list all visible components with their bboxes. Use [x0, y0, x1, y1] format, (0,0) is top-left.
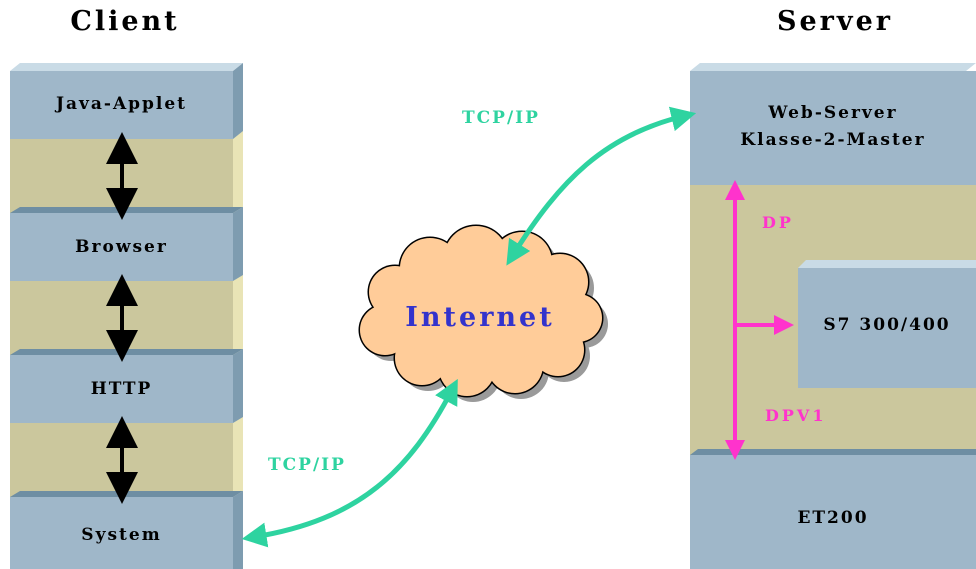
server-heading: Server [777, 6, 893, 37]
tcpip-link-client [241, 378, 458, 548]
client-heading: Client [70, 6, 180, 37]
client-layer-browser [10, 207, 243, 281]
server-label-plc: S7 300/400 [823, 315, 951, 335]
tcpip-label-upper: TCP/IP [462, 108, 540, 128]
server-et200-block [690, 449, 976, 569]
bus-label-dpv1: DPV1 [765, 406, 827, 425]
server-label-webserver: Web-Server [768, 103, 898, 123]
internet-cloud [358, 224, 608, 402]
tcpip-link-server [506, 106, 697, 266]
server-label-et200: ET200 [797, 508, 869, 528]
tcpip-label-lower: TCP/IP [268, 455, 346, 475]
client-gap-1 [10, 131, 243, 213]
client-gap-3 [10, 417, 243, 497]
client-layer-system [10, 491, 243, 569]
server-label-master: Klasse-2-Master [740, 130, 926, 150]
layer-label-java-applet: Java-Applet [55, 94, 188, 114]
server-stack [690, 63, 976, 569]
server-webserver-block [690, 71, 976, 185]
layer-label-browser: Browser [75, 237, 168, 257]
server-plc-block [798, 260, 976, 388]
layer-label-http: HTTP [90, 379, 153, 399]
client-layer-http [10, 349, 243, 423]
client-stack [10, 63, 243, 569]
layer-label-system: System [81, 525, 162, 545]
bus-label-dp: DP [762, 213, 794, 232]
client-gap-2 [10, 275, 243, 355]
client-layer-java-applet [10, 63, 243, 139]
cloud-label-internet: Internet [405, 302, 555, 333]
